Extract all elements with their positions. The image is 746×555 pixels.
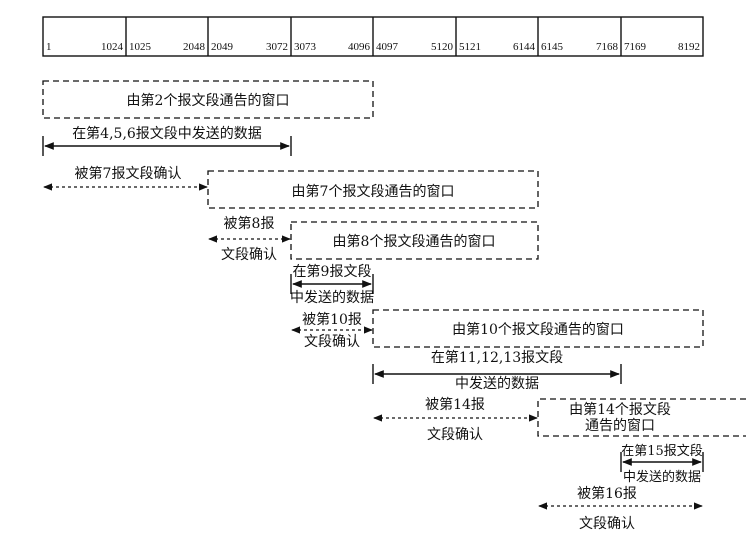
ack-segment-16: 被第16报 文段确认 [538,485,703,532]
byte-sequence-bar: 1 1024 1025 2048 2049 3072 3073 4096 409… [42,16,704,57]
ack-label: 文段确认 [304,334,360,350]
window-label: 由第14个报文段 [569,401,671,418]
ack-segment-8: 被第8报 文段确认 [208,215,291,263]
segment-start: 1025 [129,41,152,53]
window-segment-7: 由第7个报文段通告的窗口 [207,170,539,209]
segment-start: 6145 [541,41,564,53]
window-segment-10: 由第10个报文段通告的窗口 [372,309,704,348]
window-segment-8: 由第8个报文段通告的窗口 [290,221,539,260]
segment-start: 2049 [211,41,234,53]
sent-segment-15: 在第15报文段 中发送的数据 [620,444,704,485]
sent-label: 中发送的数据 [623,469,701,485]
ack-label: 文段确认 [221,247,277,263]
sent-label: 在第11,12,13报文段 [431,349,563,366]
segment-end: 2048 [183,41,206,53]
window-label: 由第2个报文段通告的窗口 [127,92,290,109]
segment-end: 5120 [431,41,454,53]
segment-start: 3073 [294,41,317,53]
sent-segments-11-12-13: 在第11,12,13报文段 中发送的数据 [372,349,622,392]
segment-start: 1 [46,41,52,53]
sent-label: 中发送的数据 [290,290,374,306]
sent-segments-4-5-6: 在第4,5,6报文段中发送的数据 [42,125,292,156]
ack-segment-14: 被第14报 文段确认 [373,396,538,443]
ack-segment-7: 被第7报文段确认 [43,165,208,191]
window-box [42,80,374,119]
window-box [207,170,539,209]
ack-label: 被第7报文段确认 [75,165,182,182]
window-box [537,398,746,437]
segment-end: 8192 [678,41,700,53]
ack-label: 被第10报 [302,311,362,328]
segment-end: 6144 [513,41,536,53]
ack-label: 被第14报 [425,396,485,413]
segment-end: 7168 [596,41,619,53]
ack-label: 被第8报 [224,215,275,232]
window-box [290,221,539,260]
sent-label: 中发送的数据 [455,376,539,392]
segment-end: 4096 [348,41,371,53]
sent-label: 在第4,5,6报文段中发送的数据 [72,125,262,142]
window-segment-14: 由第14个报文段 通告的窗口 [537,398,746,437]
ack-label: 被第16报 [577,485,637,502]
segment-end: 3072 [266,41,288,53]
ack-label: 文段确认 [427,427,483,443]
window-label: 由第10个报文段通告的窗口 [452,321,624,338]
segment-start: 7169 [624,41,647,53]
sent-label: 在第9报文段 [293,263,372,280]
window-box [372,309,704,348]
sent-label: 在第15报文段 [621,444,703,459]
ack-label: 文段确认 [579,516,635,532]
segment-end: 1024 [101,41,124,53]
window-label: 由第8个报文段通告的窗口 [333,233,496,250]
sent-segment-9: 在第9报文段 中发送的数据 [290,263,374,306]
segment-start: 4097 [376,41,399,53]
ack-segment-10: 被第10报 文段确认 [291,311,373,350]
window-label: 通告的窗口 [585,417,655,434]
window-segment-2: 由第2个报文段通告的窗口 [42,80,374,119]
window-label: 由第7个报文段通告的窗口 [292,183,455,200]
segment-start: 5121 [459,41,481,53]
